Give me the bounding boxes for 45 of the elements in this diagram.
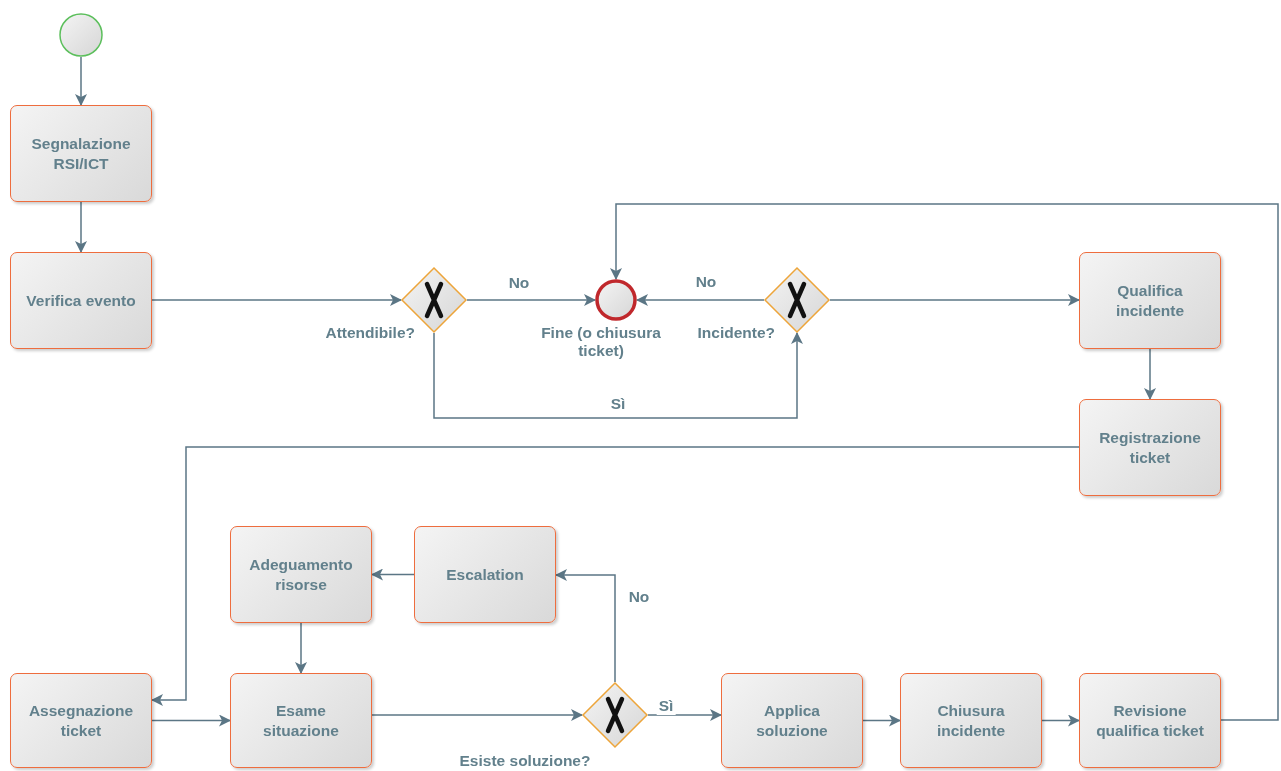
task-box — [10, 252, 152, 349]
task-box — [1079, 673, 1221, 768]
task-label: Escalation — [446, 564, 524, 585]
connector-arrow — [151, 294, 402, 306]
task-label: Qualifica incidente — [1114, 280, 1185, 321]
connector-arrow — [647, 709, 722, 721]
gateway-label: Attendibile? — [325, 323, 415, 343]
task-label: Assegnazione ticket — [27, 700, 135, 741]
task-label: Revisione qualifica ticket — [1095, 700, 1205, 741]
task-box — [230, 526, 372, 623]
connector-arrow — [1041, 714, 1080, 727]
connector-arrow — [371, 568, 415, 581]
connector-arrow — [433, 332, 803, 419]
task-box — [721, 673, 863, 768]
connector-arrow — [295, 622, 307, 674]
task-box — [900, 673, 1042, 768]
task-label: Esame situazione — [262, 700, 340, 741]
task-label: Verifica evento — [26, 290, 136, 311]
connector-arrow — [610, 203, 1279, 721]
gateway-label: Esiste soluzione? — [458, 752, 592, 770]
edge-label: Sì — [656, 697, 676, 715]
task-label: Registrazione ticket — [1098, 427, 1202, 468]
connector-arrow — [371, 709, 583, 721]
task-box — [1079, 252, 1221, 349]
gateway-label: Incidente? — [697, 323, 775, 343]
connector-arrow — [75, 201, 87, 253]
connector-arrow — [862, 714, 901, 727]
task-box — [414, 526, 556, 623]
task-box — [10, 673, 152, 768]
connector-arrow — [636, 294, 765, 306]
task-label: Applica soluzione — [755, 700, 829, 741]
connector-arrow — [829, 294, 1080, 306]
gateway-label: Fine (o chiusura ticket) — [540, 324, 662, 360]
task-box — [230, 673, 372, 768]
connector-arrow — [151, 714, 231, 727]
connector-arrow — [75, 56, 87, 106]
task-label: Segnalazione RSI/ICT — [30, 133, 132, 174]
task-box — [10, 105, 152, 202]
connector-arrow — [151, 446, 1080, 706]
task-label: Adeguamento risorse — [248, 554, 354, 595]
connector-arrow — [466, 294, 596, 306]
task-box — [1079, 399, 1221, 496]
task-label: Chiusura incidente — [935, 700, 1006, 741]
connector-arrow — [1144, 348, 1156, 400]
connector-arrow — [555, 569, 616, 683]
